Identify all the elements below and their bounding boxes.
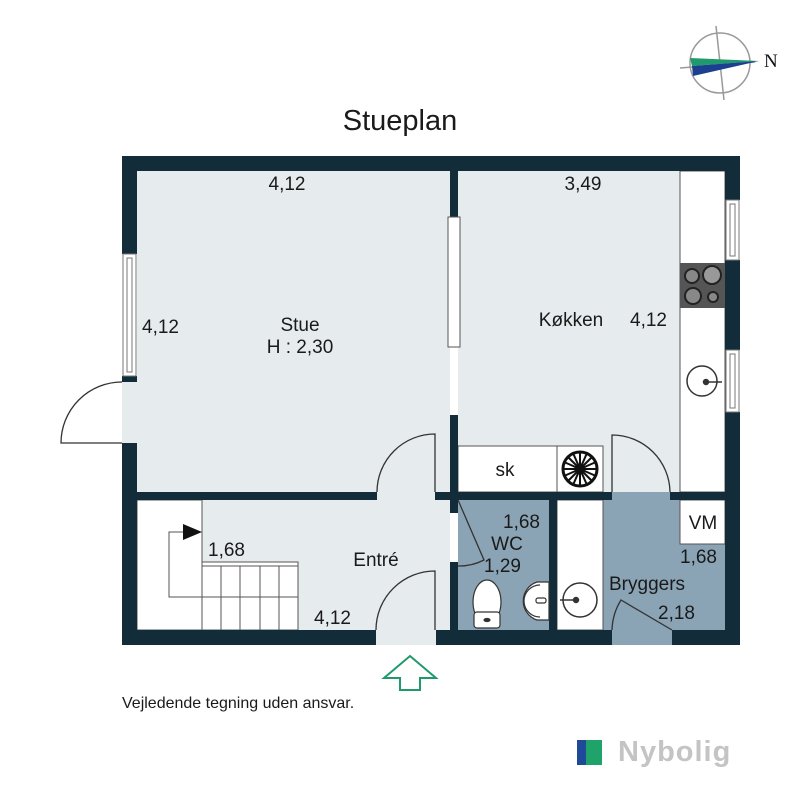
toilet-icon — [472, 579, 502, 629]
bryggers-back-door — [611, 599, 673, 631]
stove-icon — [680, 263, 725, 308]
bryggers-opening — [612, 492, 670, 500]
doors — [60, 381, 673, 631]
kokken-floor — [458, 171, 680, 446]
staircase — [168, 524, 299, 631]
kokken-bryggers-door — [611, 434, 671, 493]
bryggers-name-label: Bryggers — [609, 574, 686, 595]
wc-sink-icon — [522, 581, 550, 621]
vm-box — [679, 499, 726, 545]
entre-depth-label: 1,68 — [208, 540, 245, 561]
stue-depth-label: 4,12 — [142, 317, 179, 338]
bryggers-door-opening — [612, 630, 672, 645]
stue-width-label: 4,12 — [268, 174, 306, 195]
brand-logo: Nybolig — [577, 738, 731, 767]
kitchen-sink-icon — [686, 365, 722, 397]
kokken-door-area — [603, 446, 680, 492]
stair-arrow-icon — [183, 524, 202, 540]
kitchen-counter — [679, 170, 726, 493]
page-title: Stueplan — [342, 105, 458, 137]
entre-width-label: 4,12 — [314, 608, 351, 629]
stue-name-label: Stue — [280, 315, 320, 336]
bryggers-width-label: 2,18 — [658, 603, 695, 624]
entre-name-label: Entré — [353, 550, 399, 571]
brand-logo-mark-icon — [577, 740, 602, 765]
stue-height-label: H : 2,30 — [266, 337, 334, 358]
kokken-depth-label: 4,12 — [630, 310, 667, 331]
kokken-name-label: Køkken — [538, 310, 604, 331]
left-door-opening — [122, 382, 137, 443]
utility-sink-icon — [560, 582, 598, 618]
disclaimer-text: Vejledende tegning uden ansvar. — [122, 695, 355, 712]
entry-arrow-icon — [381, 654, 439, 691]
walls — [122, 156, 740, 645]
front-door — [375, 570, 436, 631]
wc-width-label: 1,29 — [484, 556, 521, 577]
compass-north-label: N — [764, 51, 778, 72]
partition-slab — [447, 216, 461, 348]
stue-entre-opening — [377, 492, 435, 500]
window-right-1 — [725, 199, 740, 261]
counter-sk — [457, 445, 558, 493]
window-left — [122, 253, 137, 377]
stue-floor — [137, 171, 450, 492]
wc-name-label: WC — [491, 534, 523, 555]
windows — [122, 199, 740, 413]
window-right-2 — [725, 349, 740, 413]
kokken-width-label: 3,49 — [564, 174, 602, 195]
wc-depth-label: 1,68 — [503, 512, 540, 533]
counter-sk-label: sk — [495, 460, 515, 481]
brand-name: Nybolig — [618, 736, 732, 768]
left-door-swing — [60, 381, 123, 444]
ventilation-fan-icon — [561, 450, 599, 488]
stue-entre-door — [376, 433, 436, 493]
vm-label: VM — [688, 513, 718, 534]
front-door-opening — [376, 630, 436, 645]
wc-door — [457, 499, 485, 567]
bryggers-depth-label: 1,68 — [680, 547, 717, 568]
